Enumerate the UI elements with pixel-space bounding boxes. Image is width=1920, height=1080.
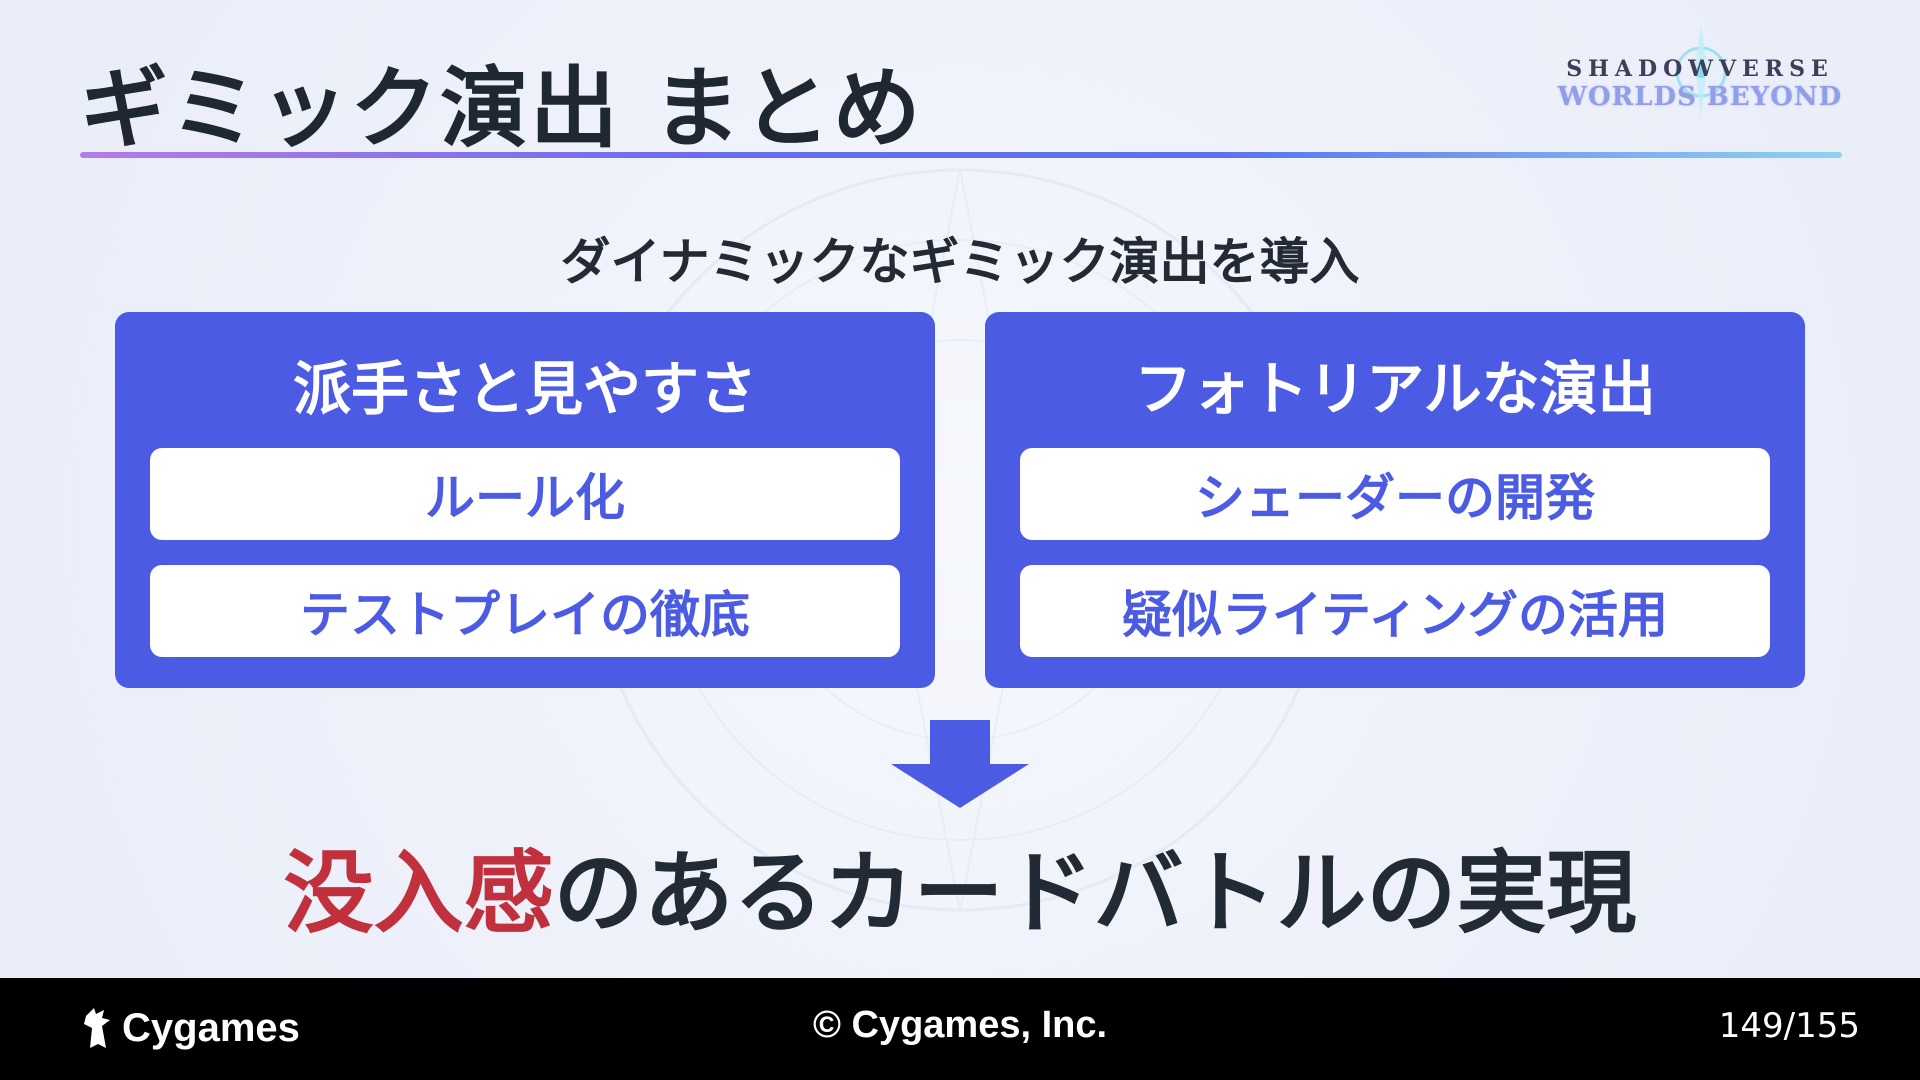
panel-item: シェーダーの開発: [1020, 448, 1770, 540]
title-underline: [80, 152, 1842, 158]
cygames-mark-icon: [84, 1008, 110, 1048]
subtitle: ダイナミックなギミック演出を導入: [560, 233, 1360, 291]
game-logo: SHADOWVERSE WORLDS BEYOND: [1555, 22, 1845, 122]
panel-title: 派手さと見やすさ: [292, 355, 757, 423]
panel-item: 疑似ライティングの活用: [1020, 565, 1770, 657]
page-title: ギミック演出 まとめ: [80, 57, 923, 160]
footer-brand: Cygames: [122, 1005, 300, 1050]
logo-line-1: SHADOWVERSE: [1566, 56, 1834, 82]
page-number: 149/155: [1718, 1006, 1860, 1046]
panel-photoreal: フォトリアルな演出 シェーダーの開発 疑似ライティングの活用: [985, 312, 1805, 688]
panel-item: ルール化: [150, 448, 900, 540]
conclusion-text: のあるカードバトルの実現: [553, 841, 1637, 946]
footer: Cygames © Cygames, Inc. 149/155: [0, 978, 1920, 1080]
down-arrow-icon: [891, 720, 1029, 808]
logo-line-2: WORLDS BEYOND: [1557, 82, 1843, 112]
panel-title: フォトリアルな演出: [1134, 355, 1656, 423]
panel-item: テストプレイの徹底: [150, 565, 900, 657]
panel-visibility: 派手さと見やすさ ルール化 テストプレイの徹底: [115, 312, 935, 688]
emblem-icon: [1675, 26, 1727, 118]
slide: ギミック演出 まとめ SHADOWVERSE WORLDS BEYOND ダイナ…: [0, 0, 1920, 978]
copyright: © Cygames, Inc.: [812, 1004, 1108, 1046]
conclusion-highlight: 没入感: [283, 841, 554, 946]
conclusion: 没入感のあるカードバトルの実現: [0, 820, 1920, 950]
cygames-logo: Cygames: [80, 1000, 300, 1056]
